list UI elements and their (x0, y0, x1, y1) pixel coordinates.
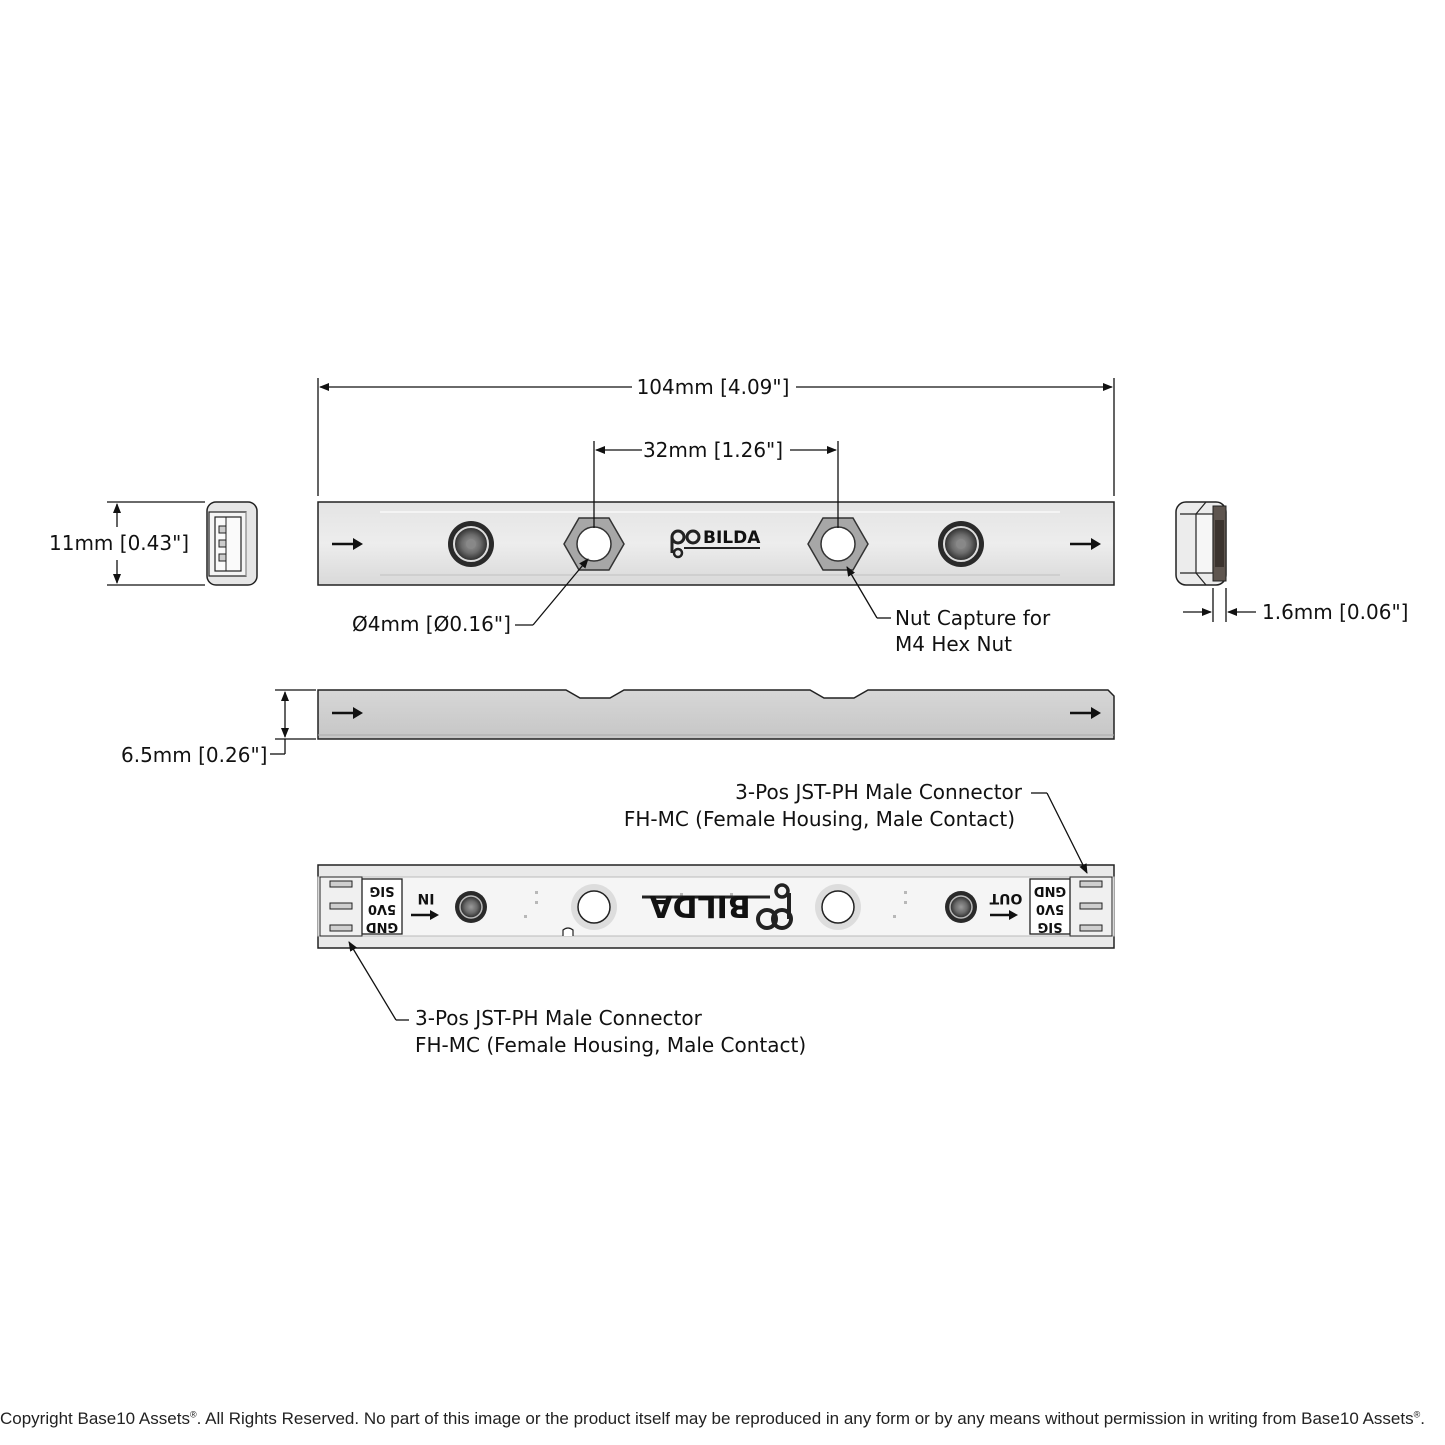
callout-connector-bottom-line1: 3-Pos JST-PH Male Connector (415, 1006, 703, 1030)
direction-arrow-icon (332, 538, 363, 550)
led-icon (448, 521, 494, 567)
smd-component-icon (524, 891, 907, 918)
callout-connector-top-line2: FH-MC (Female Housing, Male Contact) (624, 807, 1015, 831)
direction-arrow-icon (411, 910, 439, 920)
led-icon (455, 891, 487, 923)
mounting-hole-icon (815, 884, 861, 930)
pin-label-gnd: GND (366, 919, 399, 934)
mounting-hole-icon (571, 884, 617, 930)
dimension-overall-length: 104mm [4.09"] (637, 375, 790, 399)
gobilda-logo-icon: BILDA (642, 883, 793, 930)
pin-label-gnd: GND (1034, 883, 1067, 898)
pin-label-5v0: 5V0 (1036, 901, 1064, 916)
bottom-view: GND 5V0 SIG IN SIG 5V0 GND OUT (317, 864, 1115, 949)
pin-label-5v0: 5V0 (368, 901, 396, 916)
callout-nut-capture-line1: Nut Capture for (895, 606, 1051, 630)
dimension-hole-diameter: Ø4mm [Ø0.16"] (352, 612, 511, 636)
jst-connector-left: GND 5V0 SIG IN (319, 876, 439, 937)
led-icon (938, 521, 984, 567)
dimension-hole-spacing: 32mm [1.26"] (643, 438, 783, 462)
dimension-height: 11mm [0.43"] (49, 531, 189, 555)
direction-arrow-icon (1070, 538, 1101, 550)
led-icon (945, 891, 977, 923)
gobilda-logo-icon: BILDA (670, 528, 761, 559)
input-label: IN (418, 890, 435, 906)
copyright-notice: Copyright Base10 Assets®. All Rights Res… (0, 1409, 1425, 1428)
hex-nut-capture-icon (563, 517, 625, 571)
dimension-plate-thickness: 1.6mm [0.06"] (1262, 600, 1408, 624)
pin-label-sig: SIG (1038, 919, 1063, 934)
brand-logo-text: BILDA (703, 528, 761, 548)
side-view (317, 689, 1115, 740)
callout-connector-top-line1: 3-Pos JST-PH Male Connector (735, 780, 1023, 804)
top-view: BILDA (317, 501, 1115, 586)
dimension-thickness: 6.5mm [0.26"] (121, 743, 267, 767)
right-end-view (1175, 501, 1227, 586)
brand-logo-text: BILDA (649, 888, 751, 923)
jst-connector-right: SIG 5V0 GND OUT (989, 876, 1113, 937)
direction-arrow-icon (332, 707, 363, 719)
output-label: OUT (989, 890, 1022, 906)
direction-arrow-icon (990, 910, 1018, 920)
callout-nut-capture-line2: M4 Hex Nut (895, 632, 1012, 656)
left-end-view (206, 501, 258, 586)
callout-connector-bottom-line2: FH-MC (Female Housing, Male Contact) (415, 1033, 806, 1057)
pin-label-sig: SIG (370, 883, 395, 898)
dimension-lines (107, 378, 1256, 1021)
direction-arrow-icon (1070, 707, 1101, 719)
